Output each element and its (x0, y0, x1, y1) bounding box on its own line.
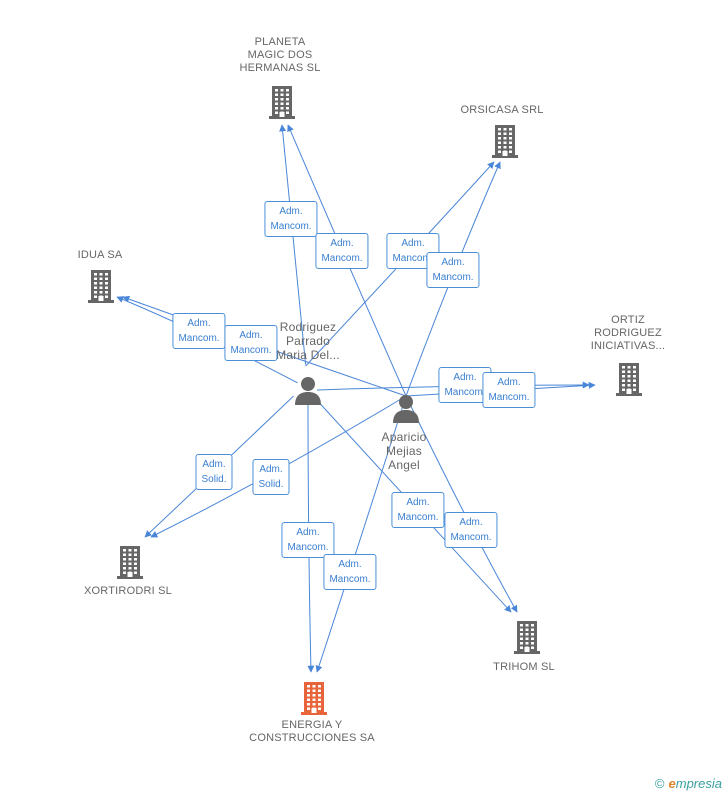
company-planeta-label[interactable]: PLANETA MAGIC DOS HERMANAS SL (239, 36, 321, 74)
edge-label-rodriguez-xortirodri[interactable]: Adm. Solid. (195, 454, 233, 490)
person-rodriguez-label[interactable]: Rodriguez Parrado Maria Del... (276, 320, 340, 362)
company-orsicasa-building-icon[interactable] (490, 124, 520, 163)
company-idua-building-icon[interactable] (86, 269, 116, 308)
edge-label-aparicio-xortirodri[interactable]: Adm. Solid. (252, 459, 290, 495)
edge-label-rodriguez-trihom[interactable]: Adm. Mancom. (391, 492, 445, 528)
company-ortiz-building-icon[interactable] (614, 362, 644, 401)
edge-aparicio-energia (315, 395, 407, 673)
edge-label-aparicio-ortiz[interactable]: Adm. Mancom. (482, 372, 536, 408)
brand-footer: ©empresia (655, 776, 722, 791)
brand-name: mpresia (675, 776, 722, 791)
edge-label-aparicio-planeta[interactable]: Adm. Mancom. (315, 233, 369, 269)
company-idua-label[interactable]: IDUA SA (77, 249, 123, 261)
company-trihom-building-icon[interactable] (512, 620, 542, 659)
company-xortirodri-label[interactable]: XORTIRODRI SL (84, 585, 172, 597)
person-rodriguez-icon[interactable] (293, 375, 323, 410)
company-energia-building-icon[interactable] (299, 681, 329, 720)
edge-label-aparicio-energia[interactable]: Adm. Mancom. (323, 554, 377, 590)
person-aparicio-label[interactable]: Aparicio Mejias Angel (381, 430, 427, 472)
company-orsicasa-label[interactable]: ORSICASA SRL (460, 104, 544, 116)
company-energia-label[interactable]: ENERGIA Y CONSTRUCCIONES SA (249, 719, 375, 744)
edge-label-rodriguez-planeta[interactable]: Adm. Mancom. (264, 201, 318, 237)
edge-label-aparicio-orsicasa[interactable]: Adm. Mancom. (426, 252, 480, 288)
edge-label-aparicio-idua[interactable]: Adm. Mancom. (224, 325, 278, 361)
edge-label-rodriguez-energia[interactable]: Adm. Mancom. (281, 522, 335, 558)
company-planeta-building-icon[interactable] (267, 85, 297, 124)
copyright-symbol: © (654, 776, 665, 791)
brand-initial: e (668, 776, 676, 791)
person-aparicio-icon[interactable] (391, 393, 421, 428)
company-ortiz-label[interactable]: ORTIZ RODRIGUEZ INICIATIVAS... (590, 314, 666, 352)
company-trihom-label[interactable]: TRIHOM SL (493, 661, 555, 673)
edge-label-rodriguez-idua[interactable]: Adm. Mancom. (172, 313, 226, 349)
edge-label-aparicio-trihom[interactable]: Adm. Mancom. (444, 512, 498, 548)
company-xortirodri-building-icon[interactable] (115, 545, 145, 584)
